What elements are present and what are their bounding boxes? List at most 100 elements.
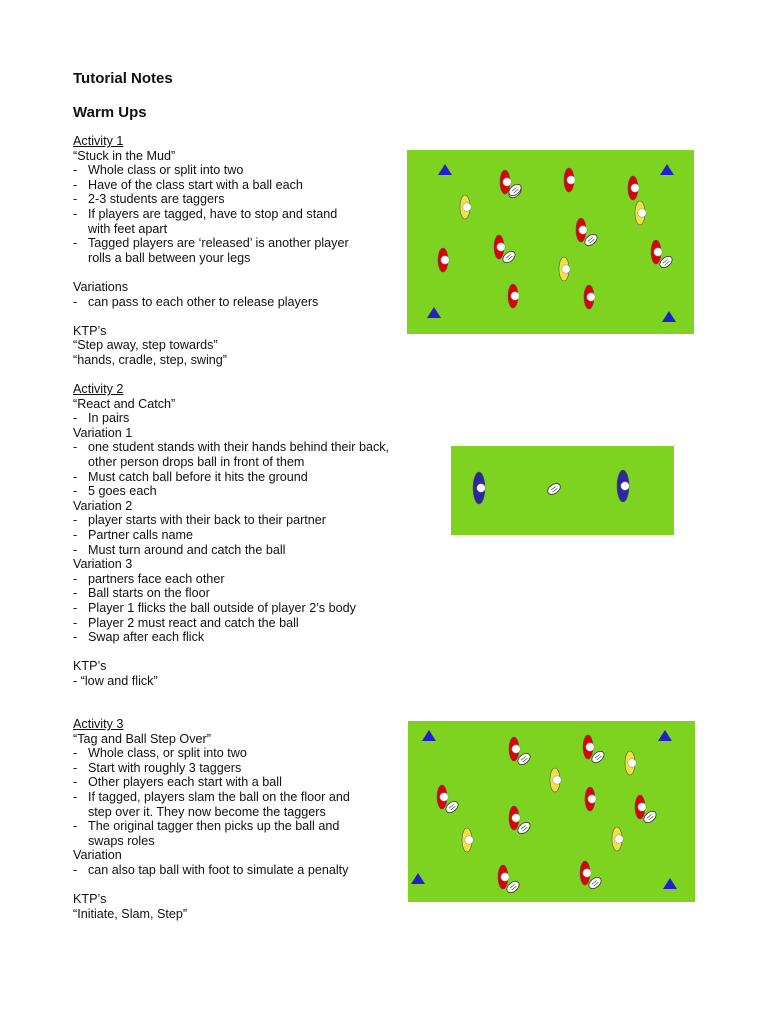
list-item: step over it. They now become the tagger… [88, 804, 326, 819]
player-icon [472, 471, 486, 505]
list-item: -Must turn around and catch the ball [73, 542, 286, 557]
tagger-player-icon [579, 860, 592, 886]
player-icon [558, 256, 571, 282]
player-icon [549, 767, 562, 793]
list-item: -Ball starts on the floor [73, 586, 210, 601]
rugby-ball-icon [517, 821, 531, 835]
list-item: -If tagged, players slam the ball on the… [73, 789, 350, 804]
activity-name: “Tag and Ball Step Over” [73, 731, 211, 746]
variation-heading: Variation 3 [73, 557, 133, 572]
player-icon [461, 827, 474, 853]
activity-heading: Activity 2 [73, 382, 124, 396]
ktp-item: - “low and flick” [73, 673, 158, 688]
rugby-ball-icon [445, 800, 459, 814]
document-title: Tutorial Notes [73, 70, 173, 87]
variations-heading: Variations [73, 279, 129, 294]
variation-heading: Variation 2 [73, 498, 133, 513]
rugby-ball-icon [517, 752, 531, 766]
list-item: -one student stands with their hands beh… [73, 440, 390, 455]
ktp-item: “Initiate, Slam, Step” [73, 906, 188, 921]
player-icon [634, 200, 647, 226]
variation-heading: Variation 1 [73, 425, 133, 440]
rugby-ball-icon [584, 233, 598, 247]
tagger-player-icon [508, 805, 521, 831]
ktp-item: “Step away, step towards” [73, 338, 218, 353]
variation-heading: Variation [73, 848, 122, 863]
list-item: -Must catch ball before it hits the grou… [73, 469, 308, 484]
tagger-player-icon [499, 169, 512, 195]
tagger-player-icon [497, 864, 510, 890]
list-item: -partners face each other [73, 571, 225, 586]
cone-icon [663, 878, 677, 889]
tagger-player-icon [634, 794, 647, 820]
rugby-ball-icon [506, 880, 520, 894]
activity-2-diagram [451, 446, 674, 535]
list-item: -player starts with their back to their … [73, 513, 326, 528]
rugby-ball-icon [502, 250, 516, 264]
list-item: with feet apart [88, 221, 168, 236]
tagger-player-icon [563, 167, 576, 193]
list-item: -Have of the class start with a ball eac… [73, 177, 303, 192]
list-item: -Start with roughly 3 taggers [73, 760, 242, 775]
list-item: swaps roles [88, 833, 155, 848]
tagger-player-icon [583, 284, 596, 310]
list-item: -Whole class or split into two [73, 163, 244, 178]
list-item: -In pairs [73, 411, 130, 426]
list-item: -can also tap ball with foot to simulate… [73, 862, 349, 877]
list-item: -Other players each start with a ball [73, 775, 282, 790]
list-item: -Whole class, or split into two [73, 746, 247, 761]
cone-icon [658, 730, 672, 741]
activity-name: “Stuck in the Mud” [73, 148, 176, 163]
rugby-ball-icon [508, 183, 522, 197]
list-item: -can pass to each other to release playe… [73, 294, 319, 309]
list-item: -If players are tagged, have to stop and… [73, 206, 338, 221]
tagger-player-icon [650, 239, 663, 265]
list-item: -Partner calls name [73, 527, 193, 542]
player-icon [611, 826, 624, 852]
activity-heading: Activity 3 [73, 717, 124, 731]
list-item: rolls a ball between your legs [88, 250, 251, 265]
list-item: -Player 2 must react and catch the ball [73, 615, 299, 630]
list-item: -Swap after each flick [73, 630, 205, 645]
activity-name: “React and Catch” [73, 396, 176, 411]
tagger-player-icon [584, 786, 597, 812]
list-item: -Player 1 flicks the ball outside of pla… [73, 600, 356, 615]
section-title: Warm Ups [73, 104, 147, 121]
tagger-player-icon [627, 175, 640, 201]
cone-icon [438, 164, 452, 175]
rugby-ball-icon [588, 876, 602, 890]
cone-icon [411, 873, 425, 884]
rugby-ball-icon [547, 483, 561, 495]
activity-3-diagram [408, 721, 695, 902]
tagger-player-icon [493, 234, 506, 260]
cone-icon [662, 311, 676, 322]
activity-3: Activity 3 “Tag and Ball Step Over” -Who… [73, 717, 403, 921]
activity-1-diagram [407, 150, 694, 334]
player-icon [459, 194, 472, 220]
list-item: -2-3 students are taggers [73, 192, 225, 207]
activity-1: Activity 1 “Stuck in the Mud” -Whole cla… [73, 134, 403, 368]
ktp-heading: KTP’s [73, 892, 107, 907]
player-icon [616, 469, 630, 503]
tagger-player-icon [436, 784, 449, 810]
tagger-player-icon [508, 736, 521, 762]
ktp-item: “hands, cradle, step, swing” [73, 352, 227, 367]
tagger-player-icon [575, 217, 588, 243]
list-item: other person drops ball in front of them [88, 454, 305, 469]
rugby-ball-icon [659, 255, 673, 269]
activity-2: Activity 2 “React and Catch” -In pairs V… [73, 382, 453, 688]
activity-heading: Activity 1 [73, 134, 124, 148]
rugby-ball-icon [591, 750, 605, 764]
tagger-player-icon [507, 283, 520, 309]
cone-icon [660, 164, 674, 175]
tagger-player-icon [437, 247, 450, 273]
player-icon [624, 750, 637, 776]
ktp-heading: KTP’s [73, 323, 107, 338]
list-item: -5 goes each [73, 484, 157, 499]
list-item: -The original tagger then picks up the b… [73, 819, 340, 834]
list-item: -Tagged players are ‘released’ is anothe… [73, 236, 349, 251]
ktp-heading: KTP’s [73, 659, 107, 674]
cone-icon [427, 307, 441, 318]
tagger-player-icon [582, 734, 595, 760]
rugby-ball-icon [643, 810, 657, 824]
